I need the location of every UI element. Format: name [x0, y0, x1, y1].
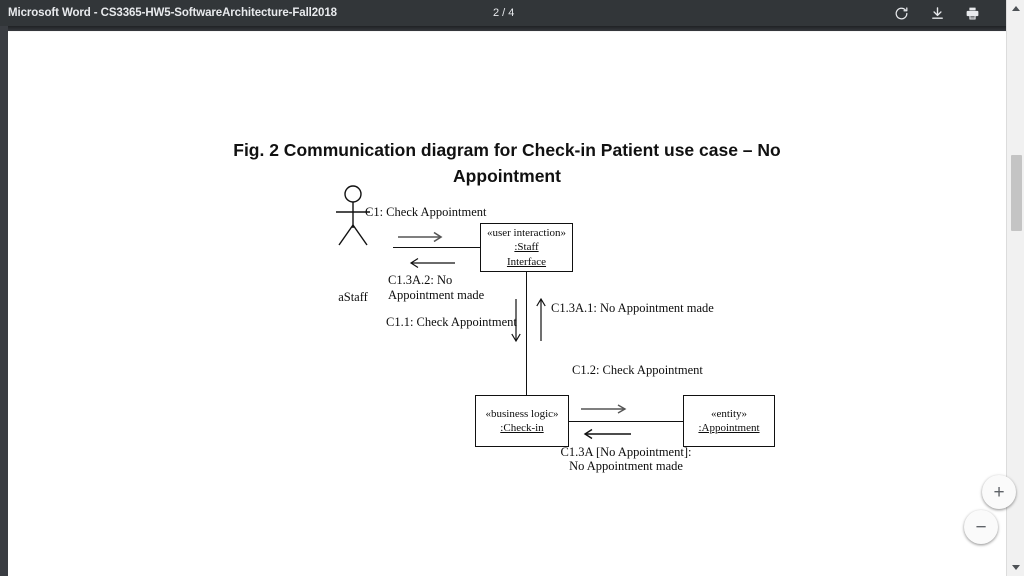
link-actor-staff-interface: [393, 247, 480, 248]
message-label-c13a-line2: No Appointment made: [569, 459, 683, 473]
node-check-in[interactable]: «business logic» :Check-in: [475, 395, 569, 447]
message-arrows-checkin-appointment: [581, 404, 631, 440]
figure-title: Fig. 2 Communication diagram for Check-i…: [233, 140, 781, 186]
viewer-toolbar: Microsoft Word - CS3365-HW5-SoftwareArch…: [0, 0, 1006, 26]
chevron-up-icon: [1011, 6, 1020, 11]
download-icon[interactable]: [927, 3, 947, 23]
scrollbar-thumb[interactable]: [1011, 155, 1022, 231]
page-indicator: 2 / 4: [493, 7, 515, 19]
vertical-scrollbar[interactable]: [1006, 0, 1024, 576]
message-arrows-actor-staff: [398, 231, 455, 269]
node-name-line2: Interface: [506, 255, 547, 268]
scroll-down-button[interactable]: [1007, 559, 1024, 576]
link-check-in-appointment: [569, 421, 683, 422]
message-label-c13a1: C1.3A.1: No Appointment made: [551, 301, 714, 315]
document-page: Fig. 2 Communication diagram for Check-i…: [8, 31, 1006, 576]
chevron-down-icon: [1011, 565, 1020, 570]
node-name-line1: :Appointment: [698, 422, 760, 434]
message-arrows-staff-checkin: [511, 297, 546, 343]
scroll-up-button[interactable]: [1007, 0, 1024, 17]
link-staff-interface-check-in: [526, 272, 527, 395]
message-label-c13a2-line1: C1.3A.2: No: [388, 273, 453, 287]
node-staff-interface[interactable]: «user interaction» :Staff Interface: [480, 223, 573, 272]
node-name-line1: :Check-in: [500, 422, 544, 434]
message-label-c1: C1: Check Appointment: [365, 205, 487, 219]
communication-diagram: aStaff «user interaction» :Staff Interfa…: [8, 31, 1006, 576]
print-icon[interactable]: [962, 3, 982, 23]
rotate-icon[interactable]: [891, 3, 911, 23]
node-stereotype: «user interaction»: [486, 226, 567, 239]
message-label-c13a-line1: C1.3A [No Appointment]:: [560, 445, 692, 459]
zoom-in-button[interactable]: +: [982, 475, 1016, 509]
node-stereotype: «business logic»: [485, 407, 559, 420]
page-shadow: [8, 26, 1006, 32]
actor-astaff-icon: [336, 185, 370, 246]
message-label-c11: C1.1: Check Appointment: [386, 315, 517, 329]
message-label-c13a2-line2: Appointment made: [388, 288, 485, 302]
zoom-out-button[interactable]: −: [964, 510, 998, 544]
node-name-line1: :Staff: [514, 241, 539, 254]
node-appointment[interactable]: «entity» :Appointment: [683, 395, 775, 447]
actor-label: aStaff: [338, 290, 368, 304]
message-label-c12: C1.2: Check Appointment: [572, 363, 703, 377]
document-title: Microsoft Word - CS3365-HW5-SoftwareArch…: [8, 7, 337, 19]
node-stereotype: «entity»: [710, 407, 748, 420]
